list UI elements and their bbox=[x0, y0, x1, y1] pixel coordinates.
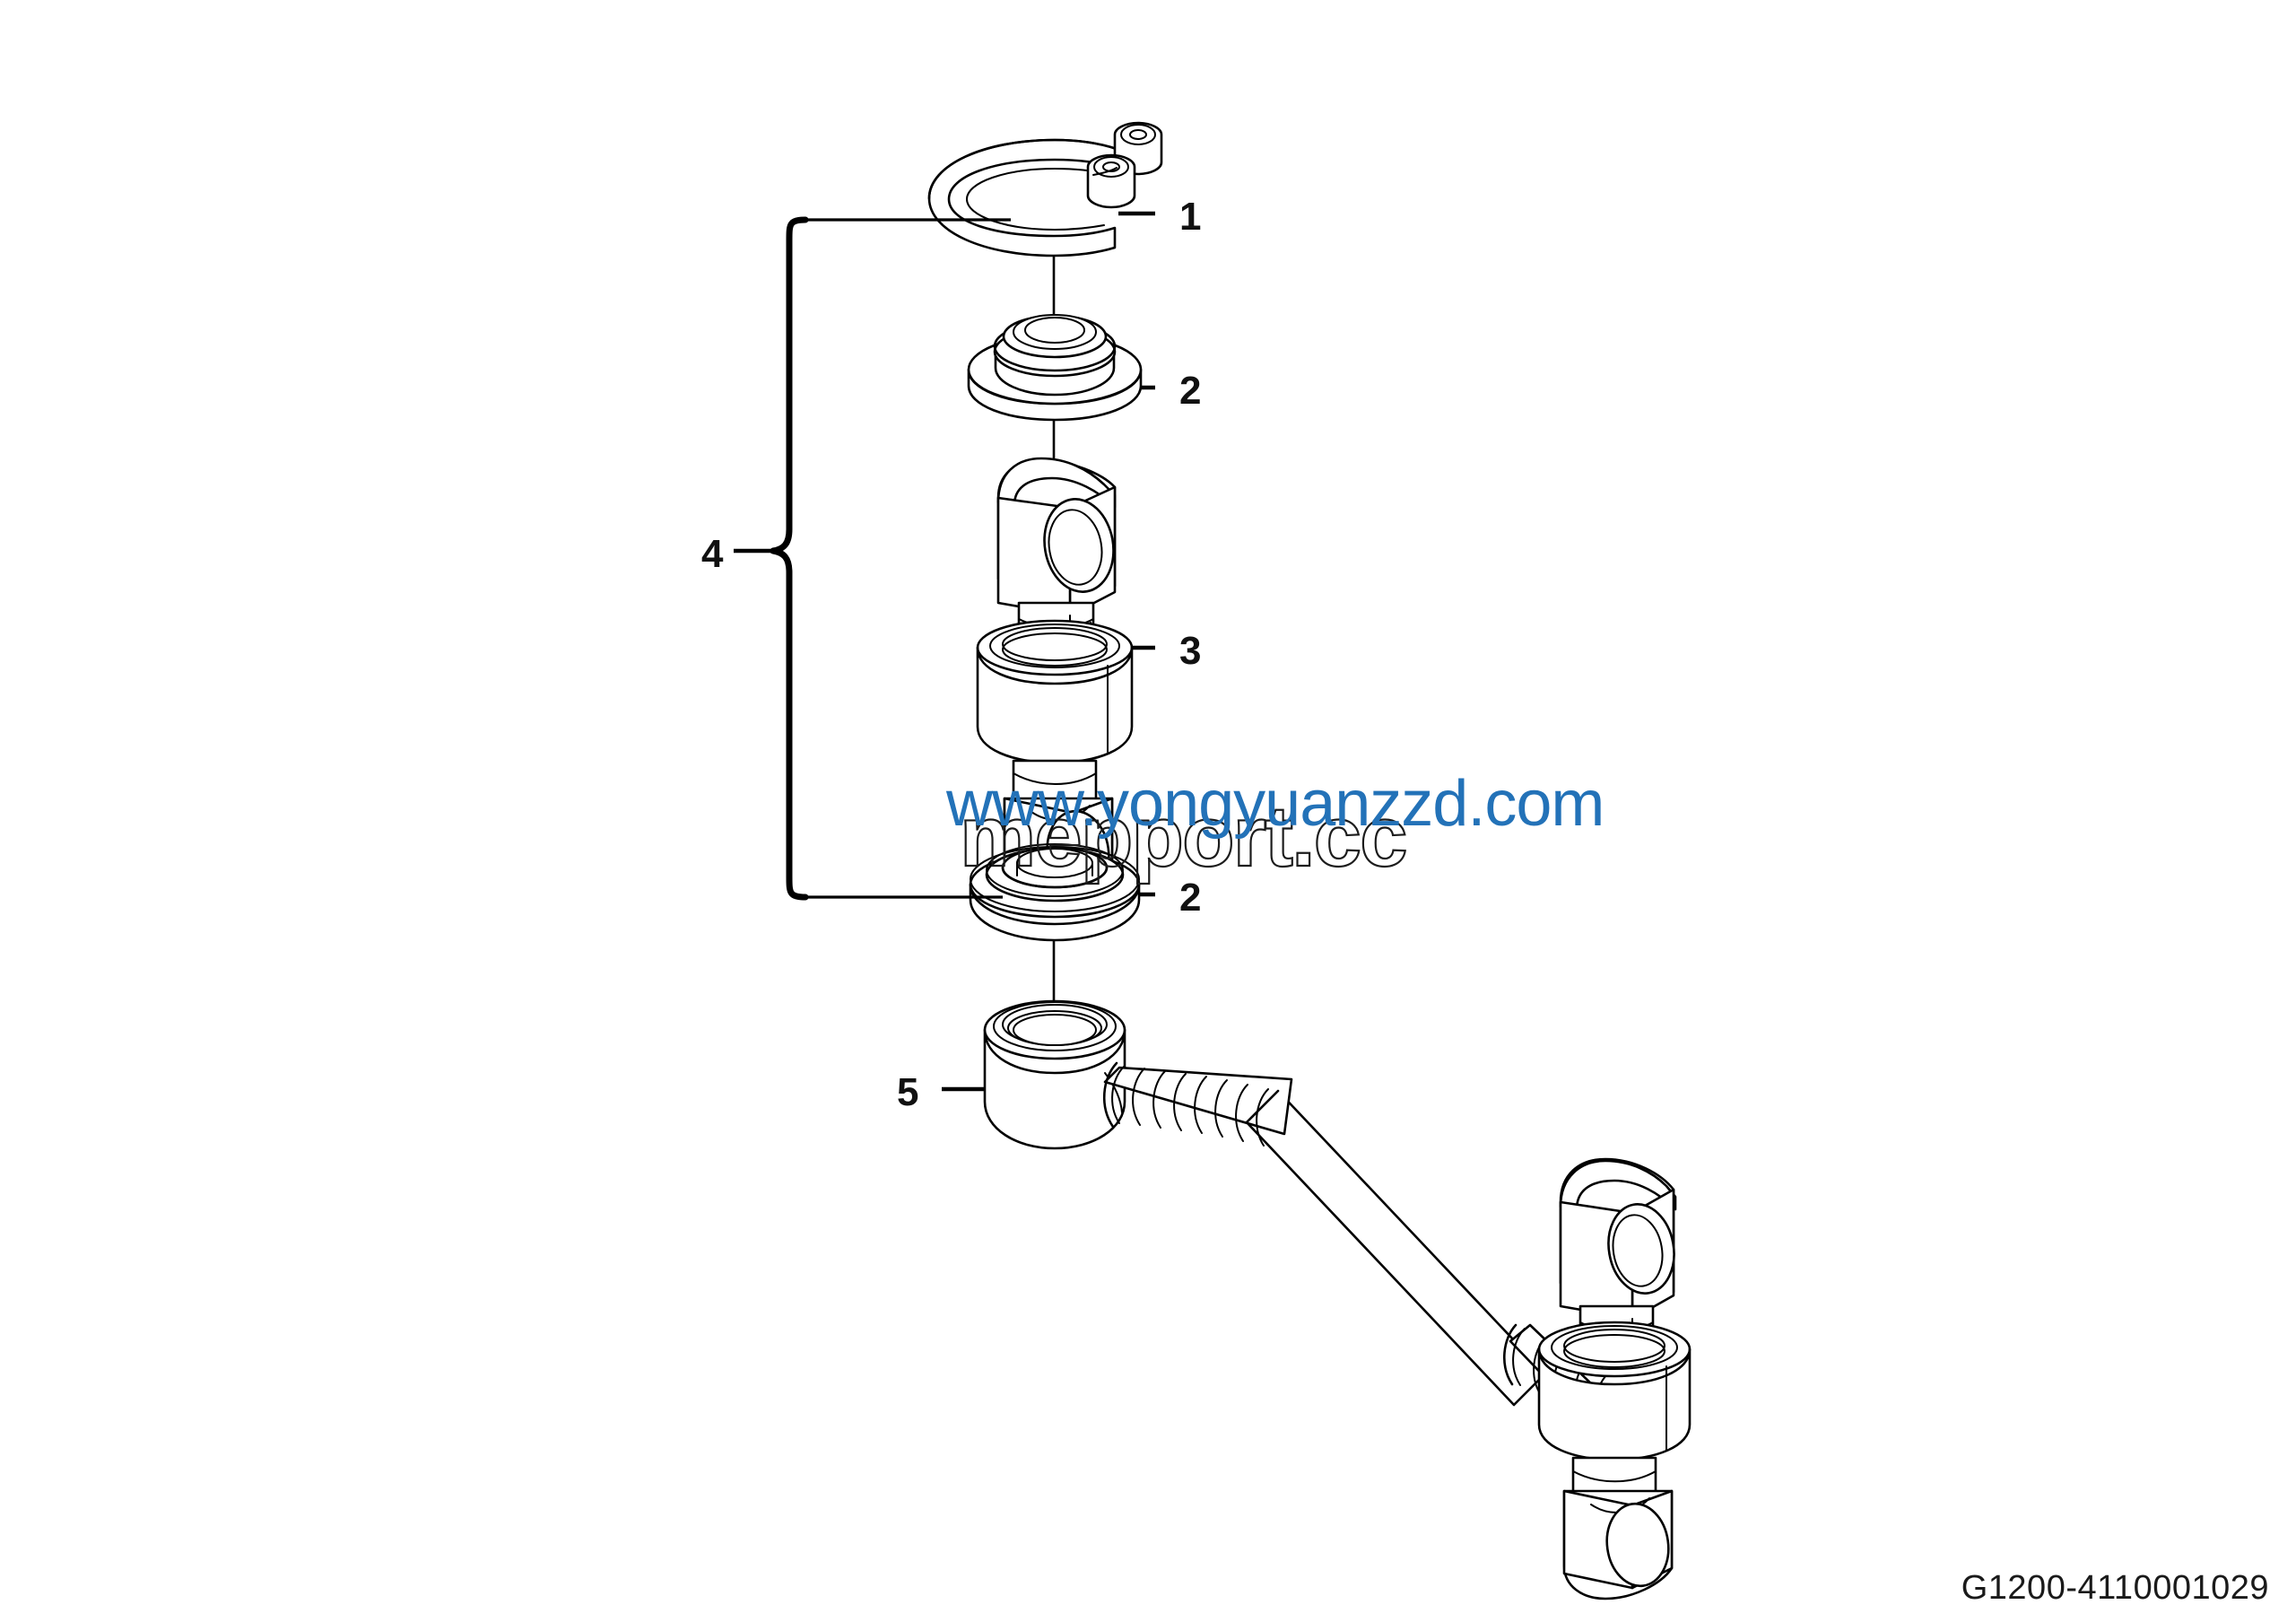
part-1-retaining-ring bbox=[927, 121, 1163, 257]
callout-number-1: 1 bbox=[1179, 195, 1201, 239]
part-2-bushing-upper bbox=[967, 314, 1143, 422]
callout-leader-lines bbox=[942, 211, 1155, 1092]
part-5-hose-eye-fitting bbox=[983, 999, 1126, 1150]
callout-number-2-upper: 2 bbox=[1179, 369, 1201, 413]
callout-number-4: 4 bbox=[701, 532, 724, 576]
watermark-blue-text: www.yongyuanzzd.com bbox=[945, 768, 1604, 840]
watermark-outline-text: mepport.cc bbox=[960, 789, 1405, 885]
callout-number-5: 5 bbox=[897, 1070, 918, 1114]
callout-number-2-lower: 2 bbox=[1179, 876, 1201, 920]
group-bracket-4 bbox=[734, 216, 1011, 901]
part-2-bushing-lower bbox=[969, 843, 1141, 942]
callout-number-3: 3 bbox=[1179, 629, 1201, 673]
diagram-part-number-code: G1200-4110001029 bbox=[1961, 1569, 2269, 1607]
watermark-layer: mepport.cc www.yongyuanzzd.com bbox=[945, 768, 1605, 885]
callout-numbers: 1 2 3 2 5 4 bbox=[701, 195, 1201, 1114]
lower-right-swivel-fitting bbox=[1537, 1157, 1692, 1600]
